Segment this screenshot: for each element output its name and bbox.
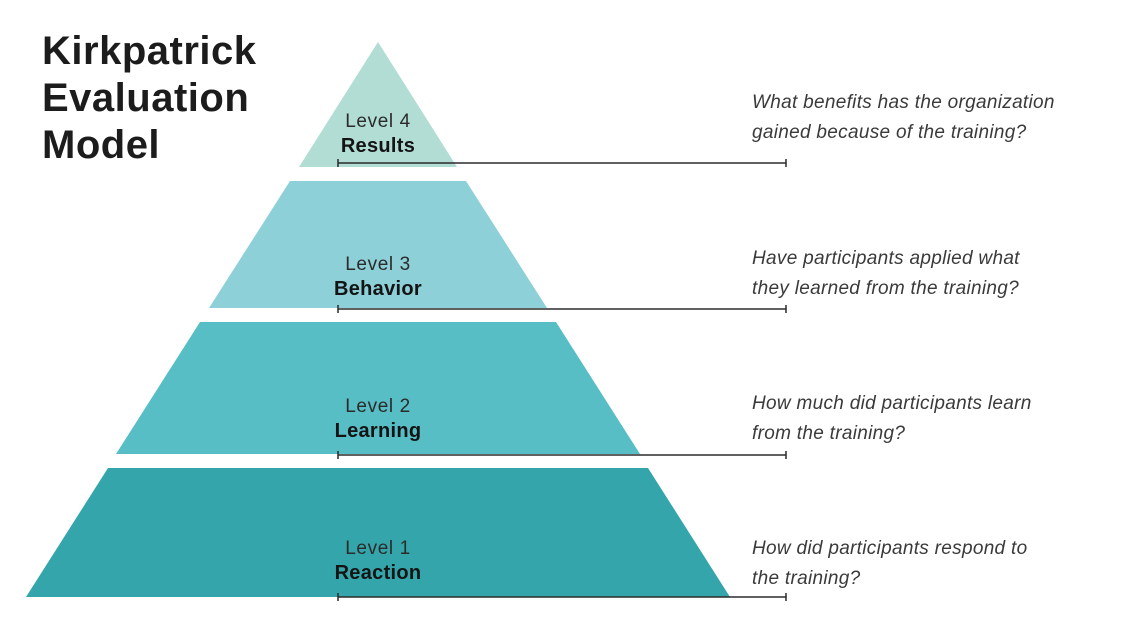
level-2-question: How much did participants learn from the…: [752, 389, 1132, 449]
level-4-question: What benefits has the organization gaine…: [752, 88, 1132, 148]
level-3-name: Behavior: [334, 278, 422, 300]
diagram-title: Kirkpatrick Evaluation Model: [42, 29, 257, 167]
level-1-connector-line: [337, 593, 787, 601]
pyramid-level-2-shape: [116, 322, 640, 454]
level-3-label: Level 3 Behavior: [268, 252, 488, 302]
level-2-name: Learning: [334, 420, 422, 442]
pyramid-level-3-shape: [209, 181, 547, 308]
level-3-question: Have participants applied what they lear…: [752, 244, 1132, 304]
level-2-question-line-1: How much did participants learn: [752, 393, 1032, 414]
level-2-label: Level 2 Learning: [268, 394, 488, 444]
pyramid-level-1-shape: [26, 468, 730, 597]
level-4-connector-line: [337, 159, 787, 167]
level-4-question-line-1: What benefits has the organization: [752, 92, 1055, 113]
level-1-question-line-2: the training?: [752, 568, 861, 589]
level-3-number: Level 3: [345, 254, 411, 275]
level-1-question-line-1: How did participants respond to: [752, 538, 1028, 559]
level-3-question-line-1: Have participants applied what: [752, 248, 1020, 269]
level-1-number: Level 1: [345, 538, 411, 559]
level-2-connector-line: [337, 451, 787, 459]
level-3-connector-line: [337, 305, 787, 313]
level-2-number: Level 2: [345, 396, 411, 417]
level-4-name: Results: [340, 135, 416, 157]
level-2-question-line-2: from the training?: [752, 423, 906, 444]
level-4-number: Level 4: [345, 111, 411, 132]
level-3-question-line-2: they learned from the training?: [752, 278, 1020, 299]
level-4-question-line-2: gained because of the training?: [752, 122, 1027, 143]
level-4-label: Level 4 Results: [268, 109, 488, 159]
level-1-question: How did participants respond to the trai…: [752, 534, 1132, 594]
level-1-label: Level 1 Reaction: [268, 536, 488, 586]
level-1-name: Reaction: [334, 562, 422, 584]
pyramid-level-4-shape: [299, 42, 457, 167]
